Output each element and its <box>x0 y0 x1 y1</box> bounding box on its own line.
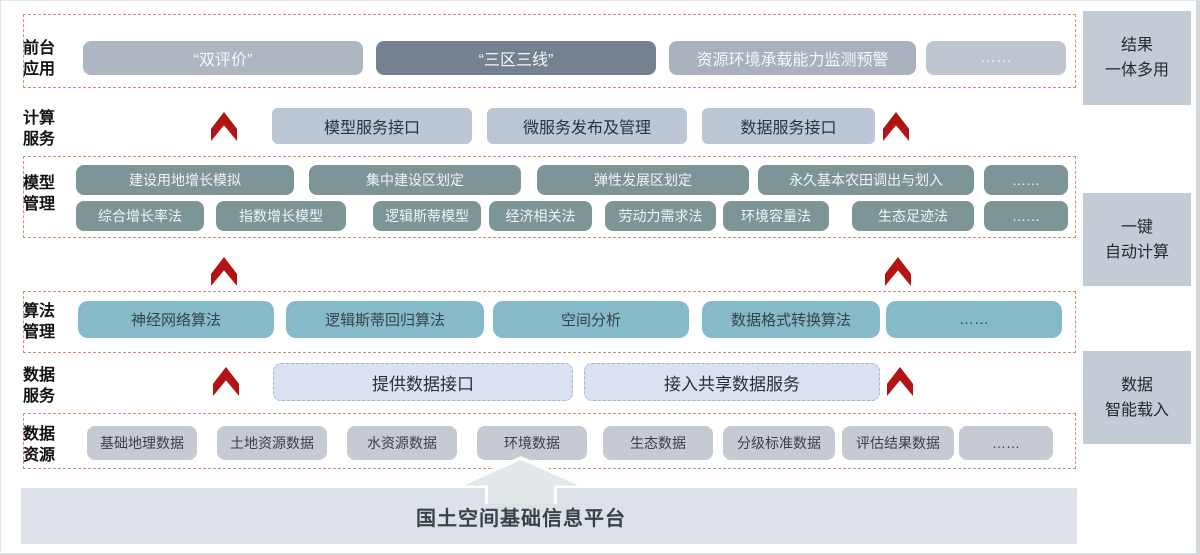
node-neural-network: 神经网络算法 <box>78 301 274 338</box>
node-logistic-model: 逻辑斯蒂模型 <box>373 201 481 231</box>
side-label-line: 结果 <box>1120 37 1153 54</box>
node-grading-standard-data: 分级标准数据 <box>723 426 835 460</box>
node-shared-data-access: 接入共享数据服务 <box>584 363 880 401</box>
node-spatial-analysis: 空间分析 <box>493 301 689 338</box>
node-capacity-monitoring: 资源环境承载能力监测预警 <box>669 41 916 75</box>
side-label-line: 一体多用 <box>1104 62 1169 79</box>
data-resource-layer-box <box>23 413 1076 469</box>
layer-label-compute: 计算服务 <box>23 110 56 148</box>
layer-label-frontend: 前台应用 <box>23 40 56 78</box>
node-model-service-api: 模型服务接口 <box>272 108 472 144</box>
side-label-results-multiuse: 结果 一体多用 <box>1083 11 1191 105</box>
node-environment-capacity: 环境容量法 <box>723 201 829 231</box>
side-label-line: 自动计算 <box>1104 243 1169 261</box>
node-model-more-2: …… <box>984 201 1068 231</box>
layer-label-data-resource: 数据资源 <box>23 426 56 464</box>
node-environment-data: 环境数据 <box>477 426 587 460</box>
node-three-zones-lines: “三区三线” <box>376 41 656 75</box>
platform-title: 国土空间基础信息平台 <box>416 507 626 530</box>
node-composite-growth-rate: 综合增长率法 <box>76 201 204 231</box>
algorithm-layer-box <box>23 291 1076 353</box>
node-ecological-data: 生态数据 <box>603 426 713 460</box>
side-label-line: 智能载入 <box>1104 401 1169 419</box>
up-arrow-icon <box>885 257 911 286</box>
node-provide-data-api: 提供数据接口 <box>273 363 573 401</box>
up-arrow-icon <box>883 112 909 141</box>
node-ecological-footprint: 生态足迹法 <box>852 201 974 231</box>
node-economic-correlation: 经济相关法 <box>489 201 592 231</box>
node-basic-geo-data: 基础地理数据 <box>87 426 197 460</box>
layer-label-model: 模型管理 <box>23 175 56 213</box>
layer-label-data-service: 数据服务 <box>23 367 56 405</box>
node-evaluation-result-data: 评估结果数据 <box>842 426 954 460</box>
node-concentrated-zone: 集中建设区划定 <box>309 165 521 195</box>
up-arrow-icon <box>211 257 237 286</box>
node-double-evaluation: “双评价” <box>83 41 363 75</box>
side-label-line: 一键 <box>1120 218 1153 236</box>
layer-label-algorithm: 算法管理 <box>23 303 56 341</box>
up-arrow-icon <box>213 367 239 396</box>
up-arrow-icon <box>887 367 913 396</box>
node-data-service-api: 数据服务接口 <box>702 108 875 144</box>
side-label-line: 数据 <box>1120 376 1153 394</box>
frontend-layer-box <box>23 14 1076 88</box>
node-logistic-regression: 逻辑斯蒂回归算法 <box>286 301 484 338</box>
node-format-conversion: 数据格式转换算法 <box>702 301 880 338</box>
up-arrow-icon <box>211 112 237 141</box>
node-labor-demand: 劳动力需求法 <box>605 201 716 231</box>
node-farmland-transfer: 永久基本农田调出与划入 <box>758 165 974 195</box>
node-data-more: …… <box>959 426 1053 460</box>
node-microservice-mgmt: 微服务发布及管理 <box>487 108 687 144</box>
node-water-resource-data: 水资源数据 <box>347 426 457 460</box>
side-label-one-click-compute: 一键 自动计算 <box>1083 193 1191 286</box>
node-algorithm-more: …… <box>886 301 1062 338</box>
model-layer-box <box>23 156 1076 238</box>
node-exponential-growth: 指数增长模型 <box>216 201 346 231</box>
node-flexible-zone: 弹性发展区划定 <box>537 165 749 195</box>
node-construction-land-growth: 建设用地增长模拟 <box>76 165 294 195</box>
node-model-more-1: …… <box>984 165 1068 195</box>
side-label-smart-data-load: 数据 智能载入 <box>1083 351 1191 444</box>
node-frontend-more: …… <box>926 41 1066 75</box>
node-land-resource-data: 土地资源数据 <box>217 426 327 460</box>
